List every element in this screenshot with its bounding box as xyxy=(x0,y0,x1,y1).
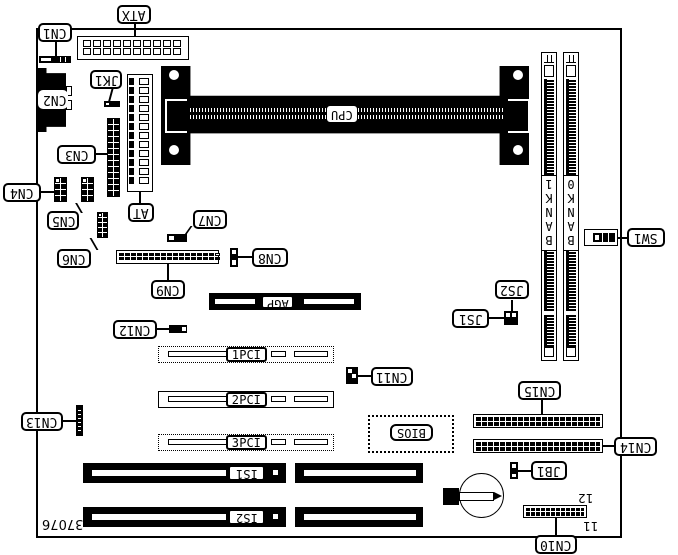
cn15-label: CN15 xyxy=(518,381,561,400)
cn3-label: CN3 xyxy=(57,145,96,164)
cn11-connector xyxy=(346,367,358,384)
cn3-connector xyxy=(107,118,120,197)
is1-label: IS1 xyxy=(228,465,265,481)
cpu-label: CPU xyxy=(327,106,357,122)
cpu-mount-hole-tl xyxy=(169,70,179,80)
pci3-label: PCI3 xyxy=(226,435,267,450)
battery-clip xyxy=(443,488,459,505)
cn6-label: CN6 xyxy=(57,249,91,268)
cn14-leader xyxy=(603,445,615,447)
cn10-connector xyxy=(523,505,587,518)
js1-label: JS1 xyxy=(452,309,489,328)
sw1-leader xyxy=(618,237,628,239)
cn1-leader xyxy=(55,40,57,56)
cn13-leader xyxy=(62,420,76,422)
atx-leader xyxy=(134,22,136,36)
sw1-label: SW1 xyxy=(627,228,665,247)
cn4-label: CN4 xyxy=(3,183,41,202)
isa-slot-2-ext xyxy=(295,507,423,527)
cpu-mount-hole-br xyxy=(513,145,523,155)
cn10-leader xyxy=(555,518,557,536)
jb1-jumper xyxy=(510,462,518,479)
battery-holder-arm xyxy=(459,492,494,501)
cn4-leader xyxy=(40,191,54,193)
cn9-label: CN9 xyxy=(151,280,185,299)
pci1-label: PCI1 xyxy=(226,347,267,362)
js2-leader xyxy=(511,300,513,311)
cn10-label: CN10 xyxy=(535,535,577,554)
cn5-connector xyxy=(81,177,94,202)
bios-chip xyxy=(368,415,454,453)
pci2-label: PCI2 xyxy=(226,392,267,407)
at-connector xyxy=(127,74,153,192)
cn4-connector xyxy=(54,177,67,202)
js1-js2-jumpers xyxy=(504,311,518,325)
cn15-connector xyxy=(473,414,603,428)
js2-label: JS2 xyxy=(495,280,529,299)
jk1-jumper xyxy=(104,101,120,107)
cn6-connector xyxy=(97,212,108,238)
cpu-mount-hole-bl xyxy=(169,145,179,155)
figure-number: 37076 xyxy=(42,516,84,531)
cn7-label: CN7 xyxy=(193,210,227,229)
sw1-switch xyxy=(584,229,618,246)
jb1-label: JB1 xyxy=(531,461,567,480)
cn8-label: CN8 xyxy=(252,248,288,267)
atx-connector xyxy=(77,36,189,60)
cn8-connector xyxy=(230,248,238,267)
cpu-mount-hole-tr xyxy=(513,70,523,80)
cn12-connector xyxy=(169,325,187,333)
cpu-retention-right xyxy=(508,99,530,133)
isa-slot-1-ext xyxy=(295,463,423,483)
cn13-label: CN13 xyxy=(21,412,63,431)
cn1-label: CN1 xyxy=(38,23,72,42)
atx-label: ATX xyxy=(117,5,151,24)
cn11-leader xyxy=(358,375,372,377)
cn10-pin11-label: 11 xyxy=(583,519,599,533)
battery-holder-tip xyxy=(494,492,502,500)
cpu-retention-left xyxy=(165,99,187,133)
agp-label: AGP xyxy=(261,295,294,311)
cn13-connector xyxy=(76,405,83,436)
cn12-label: CN12 xyxy=(113,320,157,339)
cn9-leader xyxy=(167,264,169,281)
cn1-connector xyxy=(39,56,71,63)
cn14-label: CN14 xyxy=(614,437,657,456)
cn3-leader xyxy=(95,153,107,155)
jk1-label: JK1 xyxy=(90,70,122,89)
cn10-pin12-label: 12 xyxy=(578,491,594,505)
cn11-label: CN11 xyxy=(371,367,413,386)
at-leader xyxy=(139,192,141,204)
at-label: AT xyxy=(128,203,154,222)
jb1-leader xyxy=(518,470,532,472)
cn12-leader xyxy=(157,328,169,330)
cn7-connector xyxy=(167,234,187,242)
cn15-leader xyxy=(541,397,543,414)
is2-label: IS2 xyxy=(228,509,265,525)
bios-label: BIOS xyxy=(390,424,433,441)
board-outline xyxy=(36,28,622,538)
cn5-label: CN5 xyxy=(47,211,79,230)
cn8-leader xyxy=(238,256,253,258)
cn14-connector xyxy=(473,439,603,453)
js1-leader xyxy=(487,317,504,319)
cn2-label: CN2 xyxy=(38,90,68,109)
cn9-connector xyxy=(116,250,220,264)
